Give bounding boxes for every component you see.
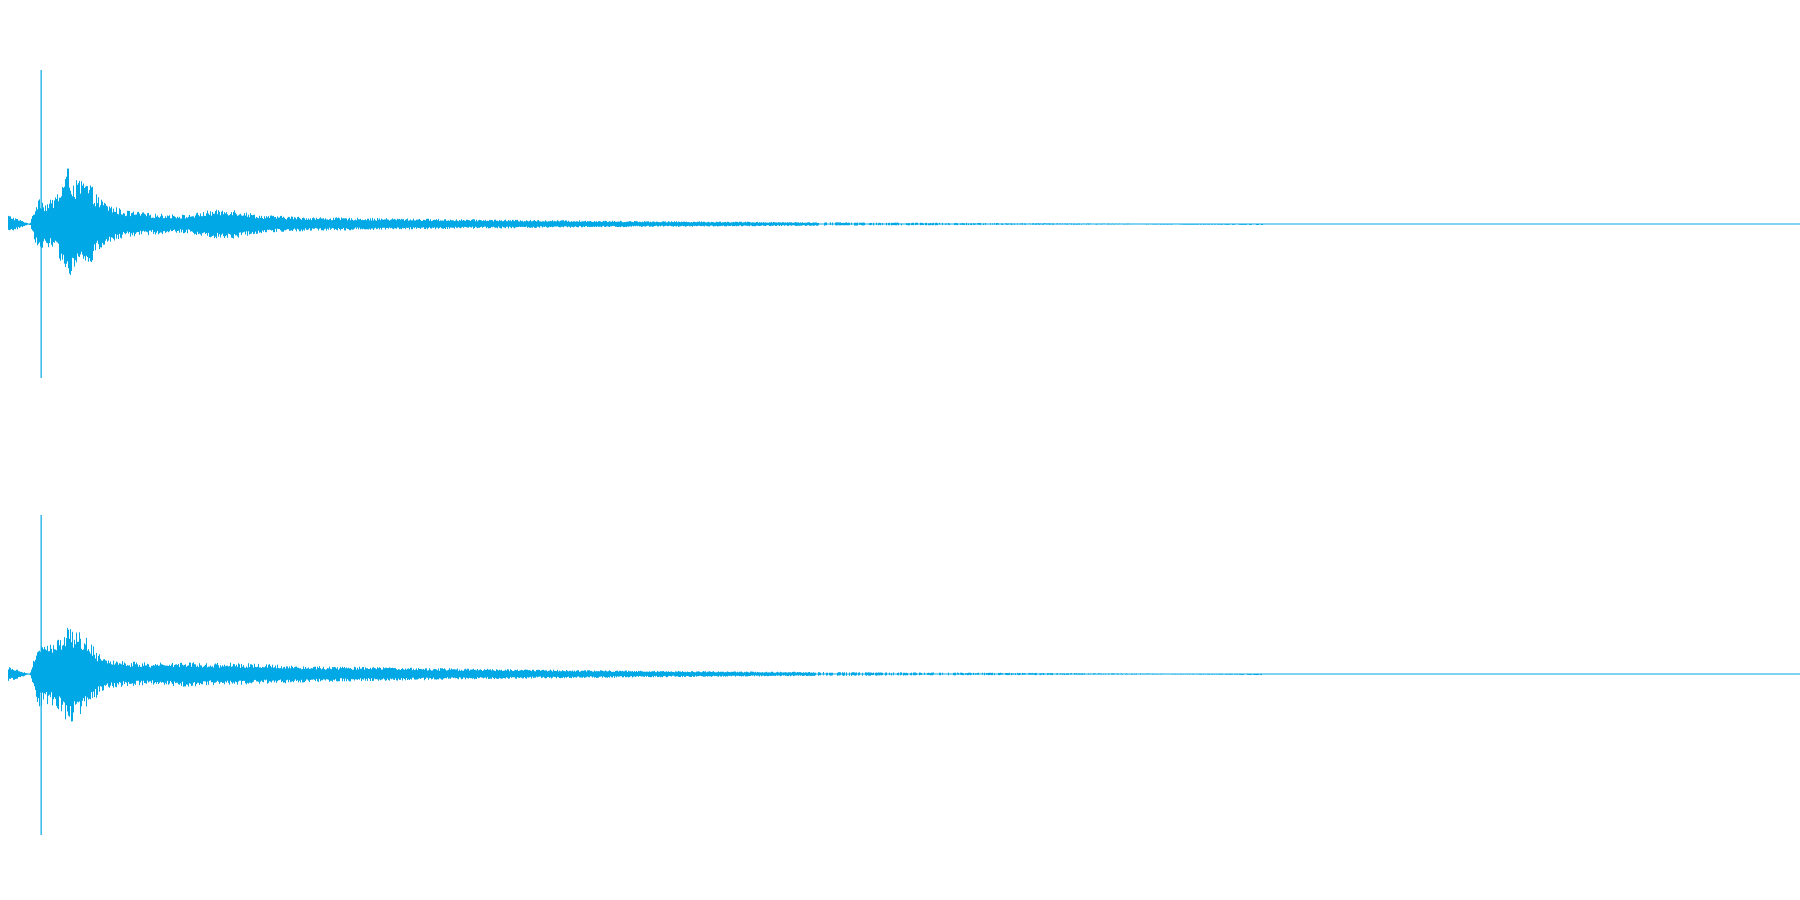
channel-1-peaks: [8, 168, 1263, 275]
channels-layer: [8, 70, 1800, 835]
channel-2-peaks: [8, 627, 1262, 722]
channel-1-waveform[interactable]: [8, 70, 1800, 378]
channel-2-waveform[interactable]: [8, 515, 1800, 835]
